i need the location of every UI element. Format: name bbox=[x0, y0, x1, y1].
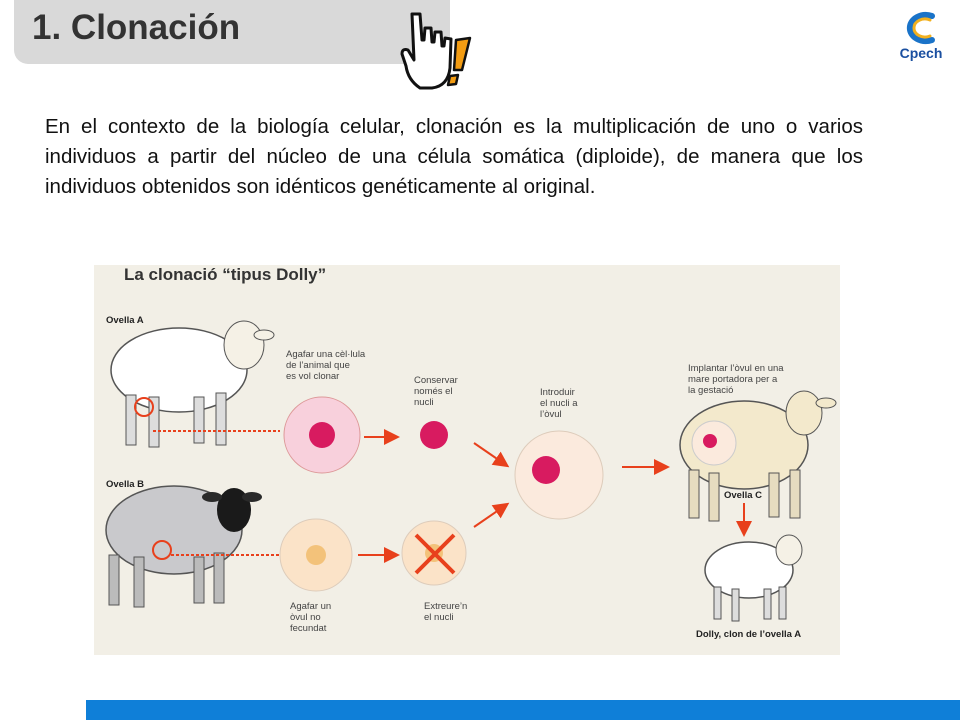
label-dolly: Dolly, clon de l’ovella A bbox=[696, 629, 802, 640]
cloning-figure: La clonació “tipus Dolly” bbox=[94, 265, 840, 655]
sheep-b-icon bbox=[105, 485, 262, 608]
cpech-logo: Cpech bbox=[888, 6, 954, 62]
label-take-ovum: Agafar un òvul no fecundat bbox=[290, 601, 332, 634]
figure-drawing bbox=[105, 320, 837, 622]
title-tab bbox=[14, 0, 450, 64]
label-sheep-a: Ovella A bbox=[106, 315, 144, 326]
label-take-cell: Agafar una cèl·lula de l’animal que es v… bbox=[286, 349, 366, 382]
sheep-c-icon bbox=[679, 390, 837, 522]
label-extract-nucleus: Extreure’n el nucli bbox=[424, 601, 468, 623]
figure-title: La clonació “tipus Dolly” bbox=[124, 265, 327, 284]
label-sheep-c: Ovella C bbox=[724, 490, 763, 501]
hand-exclamation-icon bbox=[400, 12, 472, 90]
label-keep-nucleus: Conservar només el nucli bbox=[414, 375, 458, 408]
slide-title: 1. Clonación bbox=[32, 8, 241, 47]
label-sheep-b: Ovella B bbox=[106, 479, 145, 490]
label-implant: Implantar l’òvul en una mare portadora p… bbox=[688, 363, 784, 396]
dolly-sheep-icon bbox=[704, 534, 803, 622]
sheep-a-icon bbox=[110, 320, 275, 448]
body-paragraph: En el contexto de la biología celular, c… bbox=[45, 115, 863, 198]
bottom-bar bbox=[86, 700, 960, 720]
logo-text: Cpech bbox=[900, 45, 943, 61]
label-introduce-nucleus: Introduir el nucli a l’òvul bbox=[540, 387, 578, 420]
isolated-nucleus-icon bbox=[420, 421, 448, 449]
